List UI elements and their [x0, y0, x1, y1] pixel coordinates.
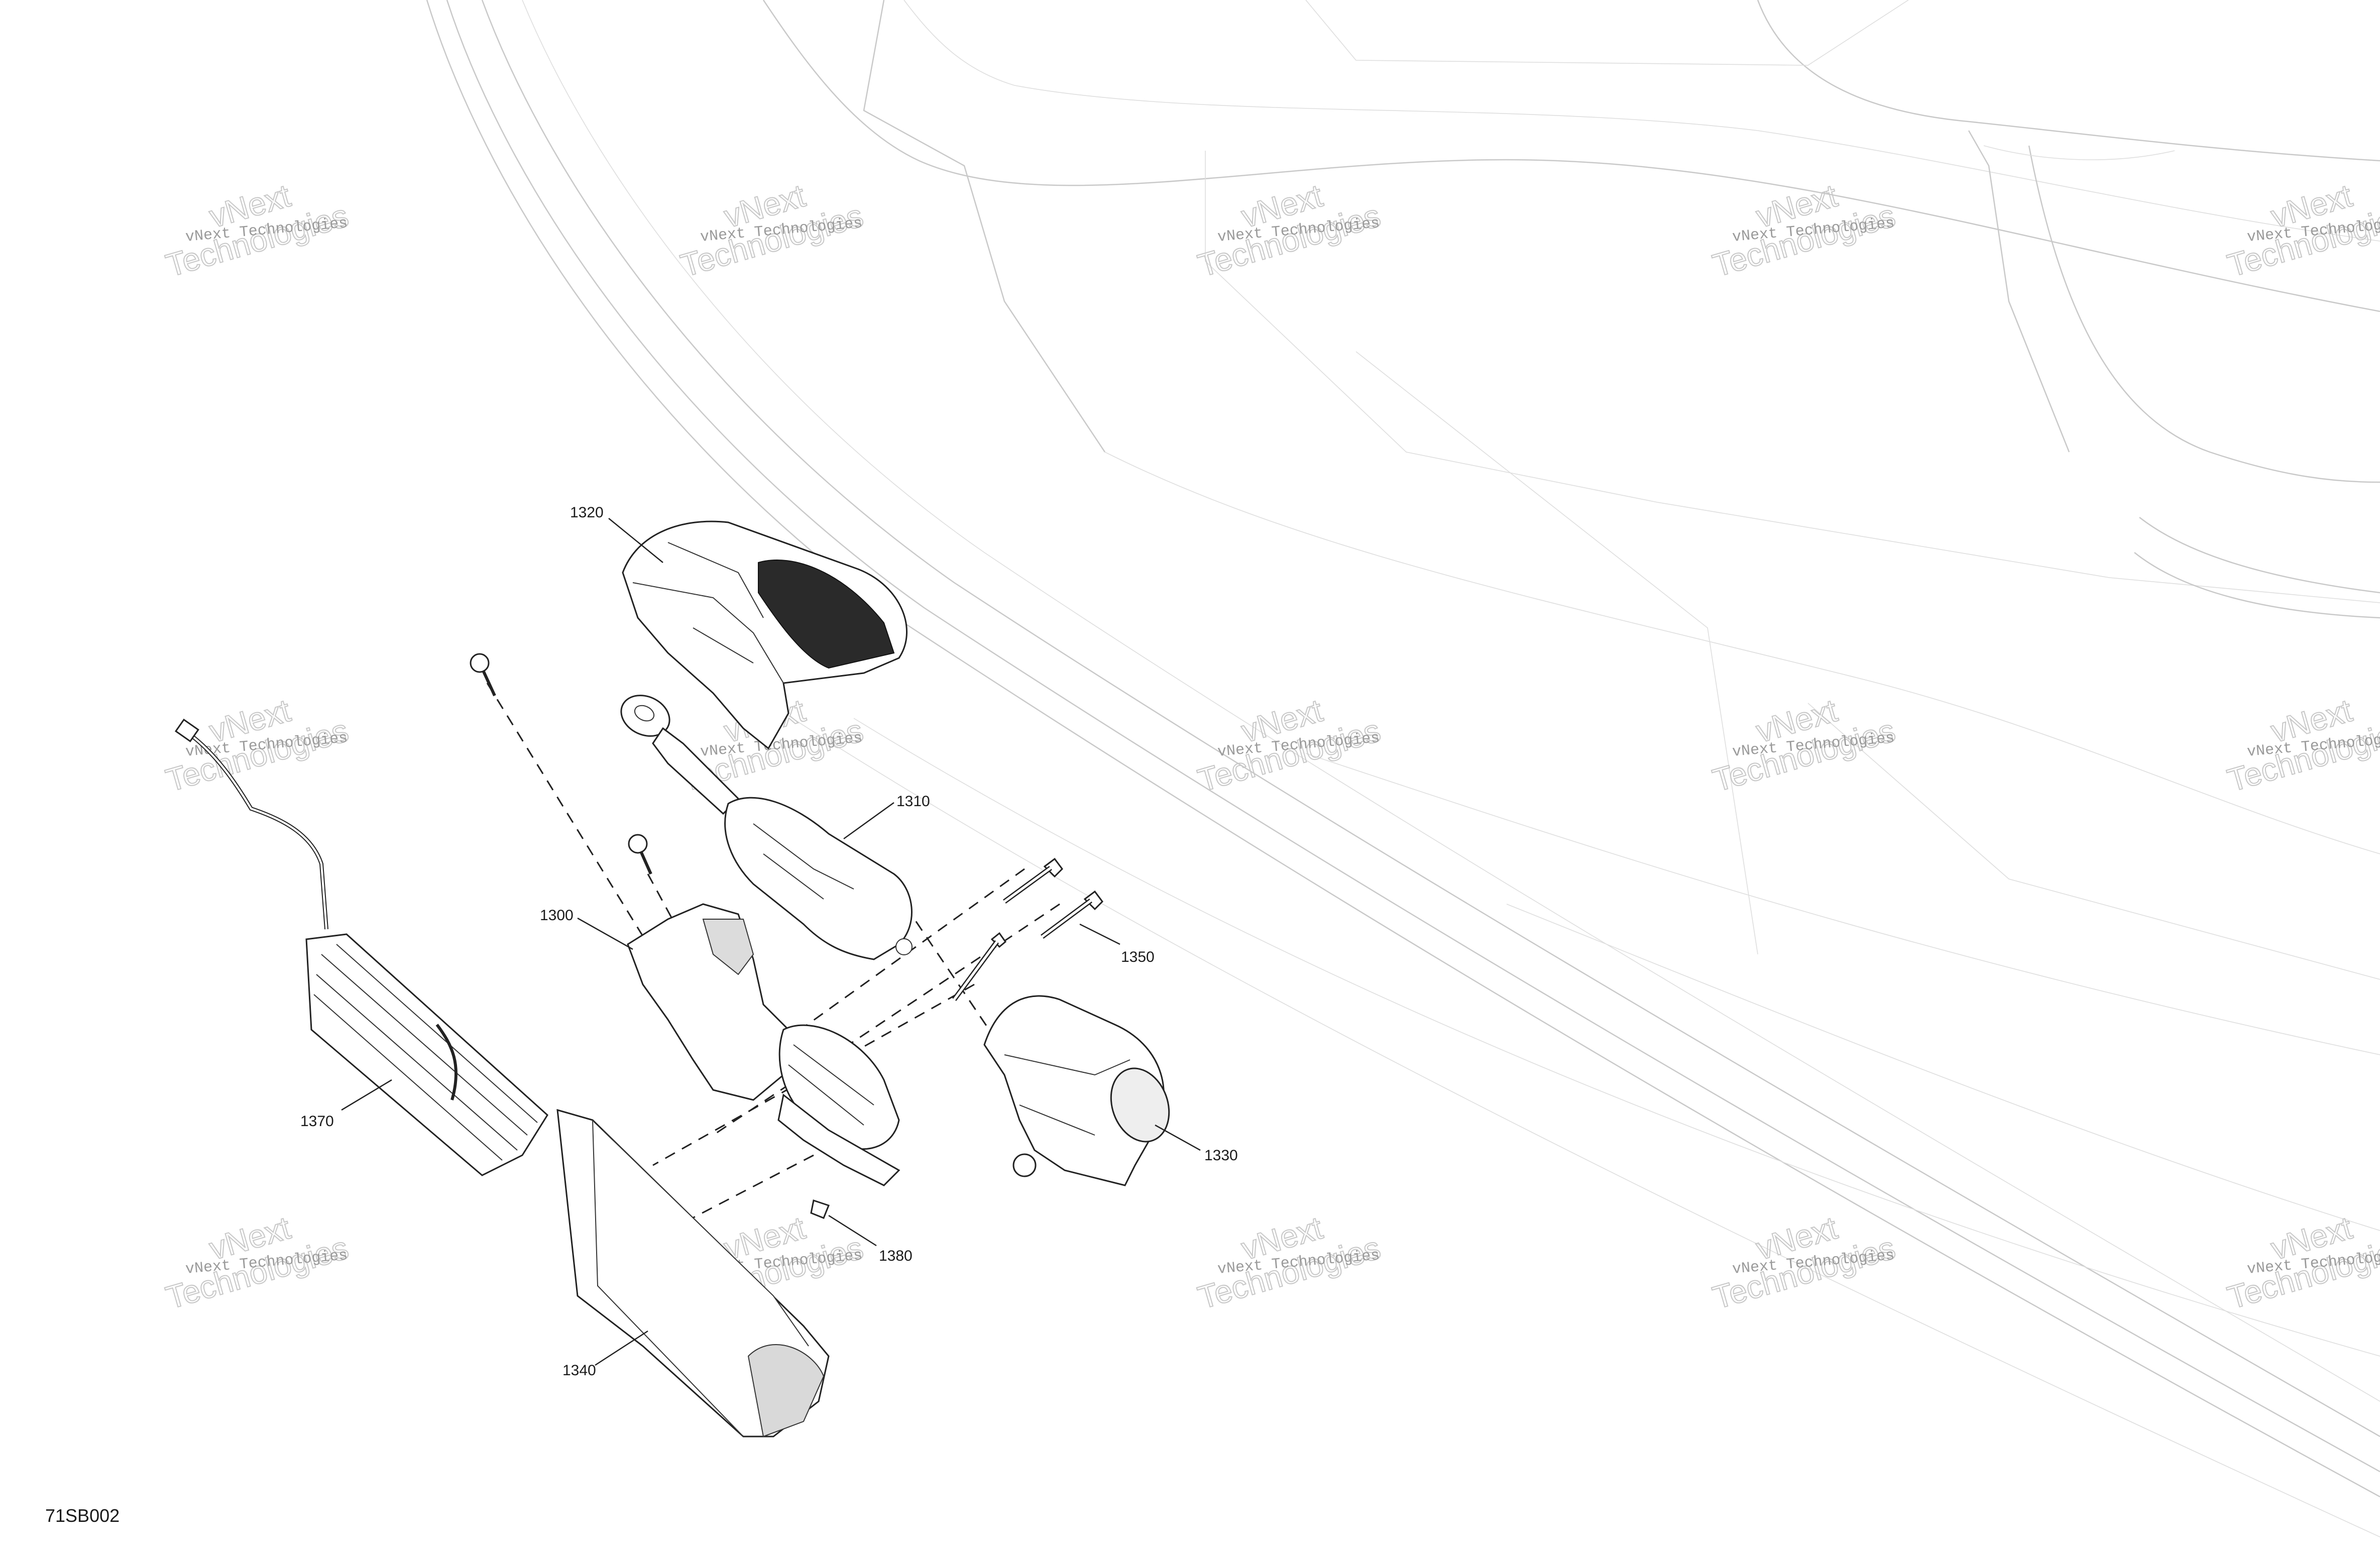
callout-1300: 1300 [540, 907, 574, 924]
part-1320-shift-cover [622, 520, 908, 750]
callout-1310: 1310 [896, 793, 930, 810]
callout-labels: 1320 1310 1300 1350 1370 1330 1380 1340 [300, 504, 1238, 1379]
part-screws [470, 653, 830, 1219]
leader-lines [341, 518, 1201, 1366]
callout-1320: 1320 [570, 504, 604, 521]
part-1310-shift-lever [620, 695, 913, 960]
part-1330-housing [983, 995, 1170, 1186]
part-1340-panel [556, 1109, 830, 1438]
part-1370-harness [174, 718, 548, 1176]
hull-background-drawing [426, 0, 2380, 1537]
callout-1380: 1380 [879, 1248, 913, 1264]
part-1300-bracket [627, 903, 900, 1186]
callout-1350: 1350 [1121, 949, 1155, 965]
callout-1340: 1340 [562, 1362, 596, 1379]
part-1350-pins [952, 857, 1103, 1001]
callout-1370: 1370 [300, 1113, 334, 1130]
callout-1330: 1330 [1204, 1147, 1238, 1164]
diagram-code: 71SB002 [45, 1505, 120, 1526]
